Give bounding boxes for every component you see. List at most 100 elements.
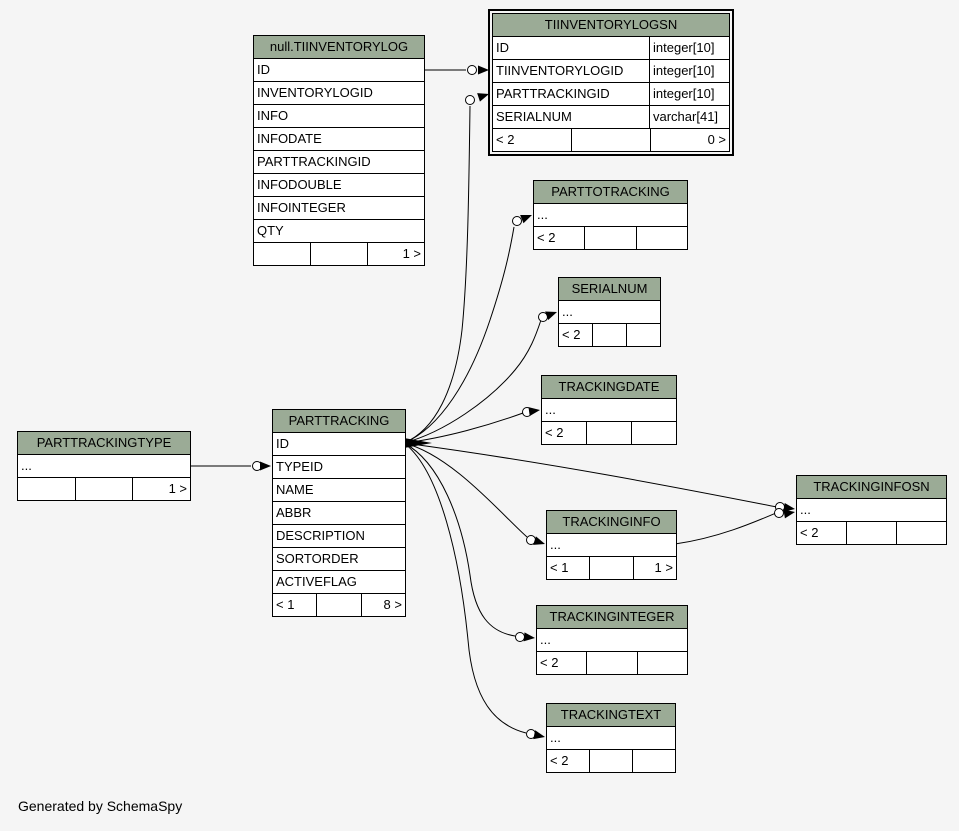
column-name: ...	[545, 402, 556, 417]
column-name: ...	[21, 458, 32, 473]
footer-cell-1	[586, 422, 631, 444]
table-parttotracking[interactable]: PARTTOTRACKING...< 2	[533, 180, 688, 250]
fk-arrowhead	[545, 311, 557, 320]
footer-cell-2: 1 >	[132, 478, 190, 500]
fk-arrowhead	[477, 93, 489, 102]
table-trackingtext[interactable]: TRACKINGTEXT...< 2	[546, 703, 676, 773]
table-serialnum[interactable]: SERIALNUM...< 2	[558, 277, 661, 347]
table-header-serialnum[interactable]: SERIALNUM	[559, 278, 660, 300]
column-name: ...	[550, 537, 561, 552]
footer-cell-2	[636, 652, 687, 674]
column-name: SORTORDER	[276, 551, 359, 566]
footer-cell-0	[18, 478, 75, 500]
table-header-trackingdate[interactable]: TRACKINGDATE	[542, 376, 676, 398]
edge-parttracking-id--trackingtext	[403, 442, 545, 740]
table-header-tiinventorylogsn[interactable]: TIINVENTORYLOGSN	[493, 14, 729, 36]
column-row-null-tiinventorylog-qty: QTY	[254, 219, 424, 242]
column-name: NAME	[276, 482, 314, 497]
table-footer-trackinginteger: < 2	[537, 651, 687, 674]
table-footer-null-tiinventorylog: 1 >	[254, 242, 424, 265]
table-footer-serialnum: < 2	[559, 323, 660, 346]
table-parttrackingtype[interactable]: PARTTRACKINGTYPE... 1 >	[17, 431, 191, 501]
table-footer-trackinginfosn: < 2	[797, 521, 946, 544]
table-header-parttrackingtype[interactable]: PARTTRACKINGTYPE	[18, 432, 190, 454]
footer-cell-0: < 2	[537, 230, 556, 245]
column-name: ID	[257, 62, 270, 77]
footer-cell-1	[846, 522, 896, 544]
column-name: ACTIVEFLAG	[276, 574, 357, 589]
table-header-trackingtext[interactable]: TRACKINGTEXT	[547, 704, 675, 726]
fk-arrowhead	[528, 407, 540, 416]
column-row-trackinginteger-: ...	[537, 628, 687, 651]
fk-arrowhead	[260, 461, 271, 471]
edge-parttracking-id--trackingdate	[403, 407, 540, 444]
footer-cell-1	[74, 478, 133, 500]
footer-cell-1	[589, 750, 632, 772]
footer-cell-1	[586, 652, 636, 674]
fk-arrowhead	[523, 632, 535, 642]
table-trackinginteger[interactable]: TRACKINGINTEGER... < 2	[536, 605, 688, 675]
footer-cell-2	[626, 324, 660, 346]
footer-cell-2	[896, 522, 946, 544]
footer-cell-1	[310, 243, 367, 265]
column-row-parttracking-description: DESCRIPTION	[273, 524, 405, 547]
column-row-null-tiinventorylog-infodouble: INFODOUBLE	[254, 173, 424, 196]
table-header-trackinginteger[interactable]: TRACKINGINTEGER	[537, 606, 687, 628]
fk-arrowhead	[783, 509, 795, 519]
column-row-null-tiinventorylog-inventorylogid: INVENTORYLOGID	[254, 81, 424, 104]
footer-cell-0: < 1	[550, 560, 569, 575]
column-type: integer[10]	[649, 83, 729, 105]
table-footer-trackingdate: < 2	[542, 421, 676, 444]
column-name: ABBR	[276, 505, 312, 520]
column-name: ...	[540, 632, 551, 647]
column-row-tiinventorylogsn-id: ID integer[10]	[493, 36, 729, 59]
edge-tiinventorylog-id--tiinventorylogsn-tiinventorylogid	[423, 65, 489, 75]
table-trackinginfosn[interactable]: TRACKINGINFOSN... < 2	[796, 475, 947, 545]
fk-arrowhead	[478, 65, 489, 75]
footer-cell-1	[589, 557, 632, 579]
column-name: ID	[496, 40, 509, 55]
column-name: SERIALNUM	[496, 109, 572, 124]
edge-parttracking-id--parttotracking	[403, 214, 532, 444]
column-row-parttracking-activeflag: ACTIVEFLAG	[273, 570, 405, 593]
column-name: PARTTRACKINGID	[496, 86, 610, 101]
parttracking-id-fanout-wedge	[404, 438, 432, 448]
column-row-trackingdate-: ...	[542, 398, 676, 421]
column-row-null-tiinventorylog-infodate: INFODATE	[254, 127, 424, 150]
table-header-parttotracking[interactable]: PARTTOTRACKING	[534, 181, 687, 203]
table-header-trackinginfosn[interactable]: TRACKINGINFOSN	[797, 476, 946, 498]
footer-cell-0: < 2	[562, 327, 581, 342]
column-row-trackinginfosn-: ...	[797, 498, 946, 521]
column-row-null-tiinventorylog-info: INFO	[254, 104, 424, 127]
edge-parttracking-id--trackinginteger	[403, 442, 535, 642]
footer-cell-0: < 2	[800, 525, 819, 540]
table-header-trackinginfo[interactable]: TRACKINGINFO	[547, 511, 676, 533]
column-name: PARTTRACKINGID	[257, 154, 371, 169]
footer-cell-0	[254, 243, 310, 265]
table-header-parttracking[interactable]: PARTTRACKING	[273, 410, 405, 432]
table-tiinventorylogsn[interactable]: TIINVENTORYLOGSN ID integer[10]TIINVENTORY…	[488, 9, 734, 156]
footer-cell-2	[632, 750, 675, 772]
table-footer-parttrackingtype: 1 >	[18, 477, 190, 500]
fk-arrowhead	[520, 214, 532, 224]
column-name: INVENTORYLOGID	[257, 85, 373, 100]
footer-cell-2: 0 >	[650, 129, 729, 151]
zero-or-more-circle	[465, 95, 475, 105]
column-row-tiinventorylogsn-parttrackingid: PARTTRACKINGID integer[10]	[493, 82, 729, 105]
column-row-null-tiinventorylog-id: ID	[254, 58, 424, 81]
column-row-parttracking-abbr: ABBR	[273, 501, 405, 524]
table-header-null-tiinventorylog[interactable]: null.TIINVENTORYLOG	[254, 36, 424, 58]
column-type: integer[10]	[649, 37, 729, 59]
table-trackingdate[interactable]: TRACKINGDATE... < 2	[541, 375, 677, 445]
column-row-parttracking-typeid: TYPEID	[273, 455, 405, 478]
